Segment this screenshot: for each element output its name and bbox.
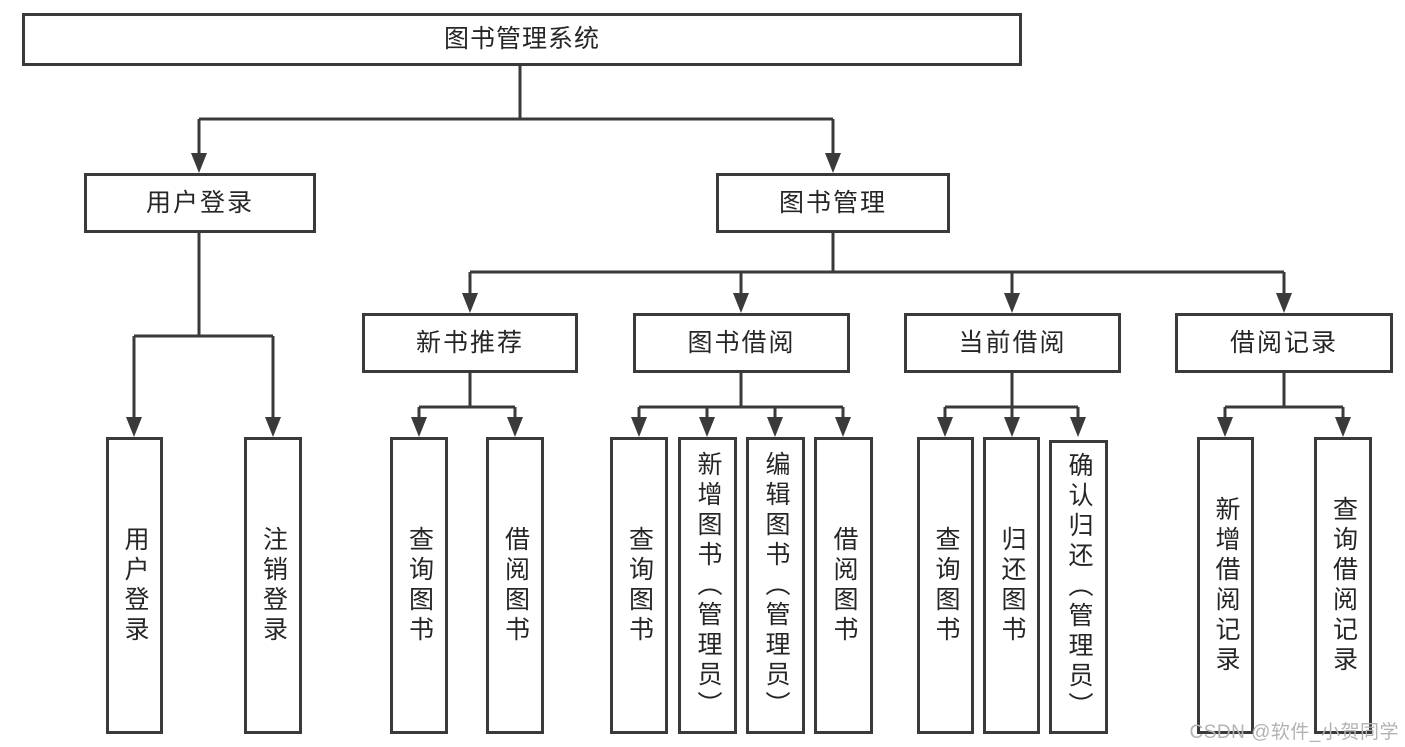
arrow-down-icon: [835, 417, 851, 437]
connector-root-to-branches: [197, 66, 835, 155]
node-new-book-recommend: 新书推荐: [362, 313, 578, 373]
arrow-down-icon: [411, 417, 427, 437]
arrow-down-icon: [1070, 417, 1086, 437]
watermark: CSDN @软件_小贺同学: [1189, 722, 1399, 743]
arrow-down-icon: [937, 417, 953, 437]
leaf-nbr-borrow-books: 借阅图书: [486, 437, 544, 734]
node-user-login-branch: 用户登录: [84, 173, 316, 233]
arrow-down-icon: [1004, 417, 1020, 437]
arrow-down-icon: [631, 417, 647, 437]
arrowheads: [126, 153, 1351, 437]
leaf-nbr-query-books: 查询图书: [390, 437, 448, 734]
leaf-cb-return-books: 归还图书: [983, 437, 1040, 734]
arrow-down-icon: [825, 153, 841, 173]
leaf-bb-query-books: 查询图书: [610, 437, 668, 734]
connector-current-leaves: [943, 373, 1080, 420]
arrow-down-icon: [191, 153, 207, 173]
arrow-down-icon: [1276, 293, 1292, 313]
leaf-bb-add-books-admin: 新增图书（管理员）: [678, 437, 737, 734]
leaf-br-query-record: 查询借阅记录: [1314, 437, 1372, 734]
leaf-user-login: 用户登录: [106, 437, 163, 734]
connector-user-login-leaves: [132, 233, 275, 420]
node-borrowing-records: 借阅记录: [1175, 313, 1393, 373]
node-root: 图书管理系统: [22, 13, 1022, 66]
leaf-br-add-record: 新增借阅记录: [1197, 437, 1254, 734]
node-book-borrowing: 图书借阅: [633, 313, 850, 373]
connector-new-book-leaves: [417, 373, 517, 420]
leaf-bb-borrow-books: 借阅图书: [814, 437, 873, 734]
leaf-cb-confirm-return-admin: 确认归还（管理员）: [1049, 440, 1108, 734]
connector-records-leaves: [1223, 373, 1345, 420]
arrow-down-icon: [733, 293, 749, 313]
connector-book-mgmt-modules: [468, 233, 1286, 296]
connector-borrowing-leaves: [637, 373, 845, 420]
leaf-bb-edit-books-admin: 编辑图书（管理员）: [746, 437, 805, 734]
leaf-cb-query-books: 查询图书: [917, 437, 974, 734]
arrow-down-icon: [265, 417, 281, 437]
node-current-borrowing: 当前借阅: [904, 313, 1121, 373]
arrow-down-icon: [767, 417, 783, 437]
arrow-down-icon: [462, 293, 478, 313]
leaf-logout: 注销登录: [244, 437, 302, 734]
arrow-down-icon: [699, 417, 715, 437]
arrow-down-icon: [507, 417, 523, 437]
arrow-down-icon: [1217, 417, 1233, 437]
arrow-down-icon: [126, 417, 142, 437]
node-book-management: 图书管理: [716, 173, 950, 233]
arrow-down-icon: [1335, 417, 1351, 437]
arrow-down-icon: [1004, 293, 1020, 313]
